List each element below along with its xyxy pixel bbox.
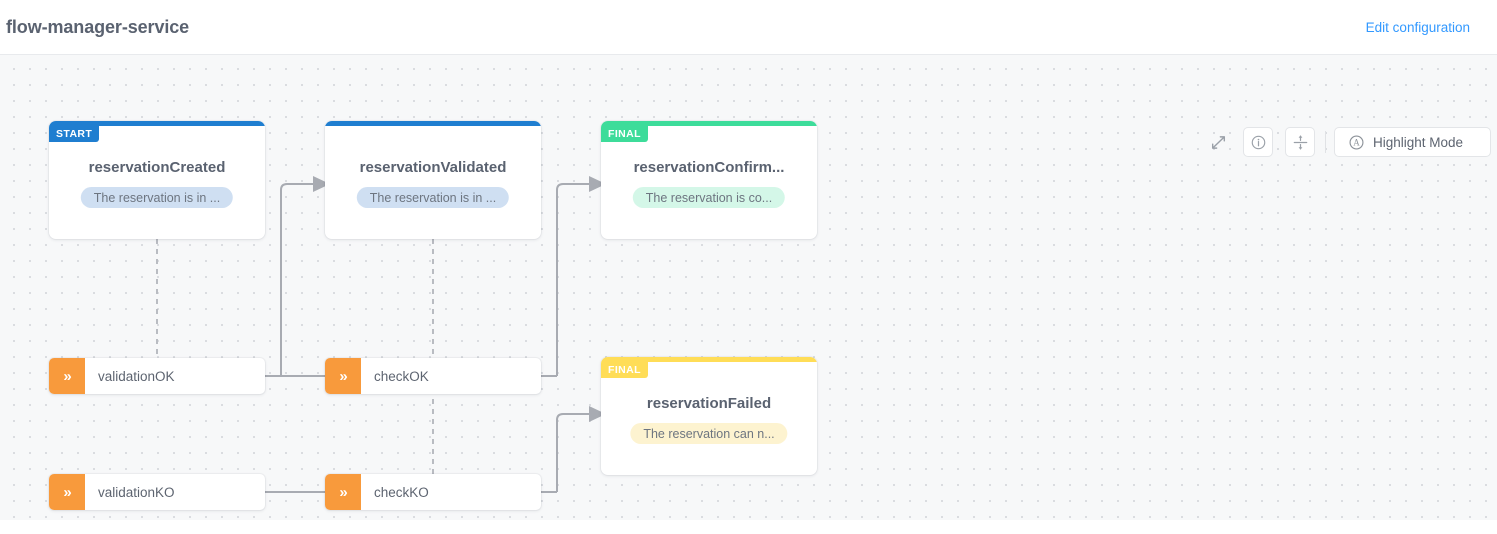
state-title: reservationFailed [646, 395, 772, 412]
highlight-mode-button[interactable]: A Highlight Mode [1334, 127, 1491, 157]
info-circle-icon[interactable] [1243, 127, 1273, 157]
state-title: reservationConfirm... [633, 159, 785, 176]
transition-validation-ko[interactable]: » validationKO [49, 474, 265, 510]
transition-validation-ok[interactable]: » validationOK [49, 358, 265, 394]
double-chevron-right-icon: » [325, 474, 361, 510]
double-chevron-right-icon: » [49, 474, 85, 510]
circled-a-glyph: A [1349, 135, 1364, 149]
state-card-reservation-validated[interactable]: reservationValidated The reservation is … [325, 121, 541, 239]
circled-a-icon: A [1348, 134, 1365, 151]
canvas-bottom-strip [0, 520, 1497, 534]
state-card-reservation-created[interactable]: START reservationCreated The reservation… [49, 121, 265, 239]
card-accent-bar [49, 121, 265, 126]
state-description-chip: The reservation can n... [630, 423, 788, 444]
edge-checkok-to-confirmed [556, 176, 606, 376]
edge-checkko-to-failed [556, 406, 606, 492]
card-accent-bar [601, 357, 817, 362]
toolbar-divider [1325, 131, 1326, 153]
vertical-align-glyph [1293, 134, 1307, 150]
double-chevron-right-icon: » [49, 358, 85, 394]
state-description-chip: The reservation is in ... [356, 187, 510, 208]
svg-text:A: A [1353, 137, 1360, 147]
status-badge: FINAL [601, 362, 648, 378]
status-badge: FINAL [601, 126, 648, 142]
flow-diagram-canvas[interactable]: A Highlight Mode START reservationCreate… [0, 55, 1497, 520]
expand-diagonal-icon[interactable] [1205, 129, 1231, 155]
transition-label: checkOK [374, 368, 429, 384]
expand-diagonal-glyph [1211, 135, 1225, 149]
vertical-align-icon[interactable] [1285, 127, 1315, 157]
double-chevron-right-icon: » [325, 358, 361, 394]
state-title: reservationCreated [88, 159, 226, 176]
state-title: reservationValidated [359, 159, 507, 176]
transition-check-ok[interactable]: » checkOK [325, 358, 541, 394]
edge-validationok-to-validated [280, 176, 330, 376]
info-circle-glyph [1251, 135, 1265, 149]
card-accent-bar [325, 121, 541, 126]
transition-check-ko[interactable]: » checkKO [325, 474, 541, 510]
card-accent-bar [601, 121, 817, 126]
state-card-reservation-confirmed[interactable]: FINAL reservationConfirm... The reservat… [601, 121, 817, 239]
state-description-chip: The reservation is co... [632, 187, 786, 208]
state-card-reservation-failed[interactable]: FINAL reservationFailed The reservation … [601, 357, 817, 475]
transition-label: validationOK [98, 368, 175, 384]
highlight-mode-label: Highlight Mode [1373, 134, 1464, 150]
status-badge: START [49, 126, 100, 142]
edit-configuration-link[interactable]: Edit configuration [1365, 20, 1470, 35]
app-header: flow-manager-service Edit configuration [0, 0, 1497, 55]
transition-label: checkKO [374, 484, 429, 500]
page-title: flow-manager-service [6, 17, 190, 37]
state-description-chip: The reservation is in ... [80, 187, 234, 208]
transition-label: validationKO [98, 484, 175, 500]
